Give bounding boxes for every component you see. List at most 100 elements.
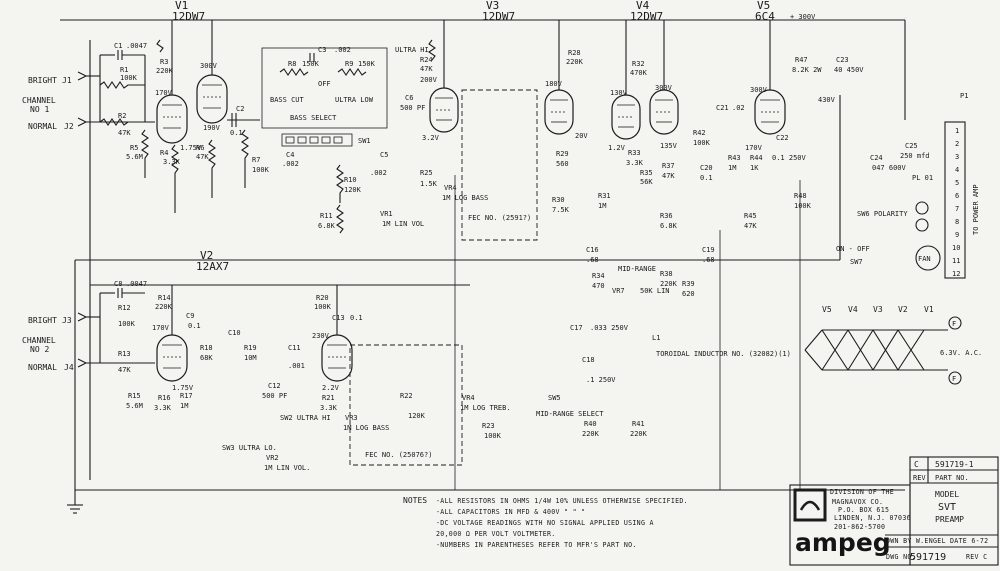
- heater-tube-v2: V2: [898, 305, 908, 314]
- rev-header: REV: [913, 474, 926, 482]
- r37-value: 47K: [662, 172, 675, 180]
- r48-value: 100K: [794, 202, 812, 210]
- pin-11: 11: [952, 257, 960, 265]
- v5-ref: V5: [757, 0, 770, 12]
- channel-2-tone-stack: VR3 1M LOG BASS R22 120K VR4 1M LOG TREB…: [343, 344, 511, 466]
- tube-v1: V1 12DW7 170V 300V 190V 1.75V R3 220K R4…: [155, 0, 270, 213]
- normal-label-2: NORMAL: [28, 363, 57, 372]
- v4-type: 12DW7: [630, 10, 663, 23]
- ultra-low-label: ULTRA LOW: [335, 96, 374, 104]
- r17-value: 1M: [180, 402, 188, 410]
- v1-type: 12DW7: [172, 10, 205, 23]
- r32-value: 470K: [630, 69, 648, 77]
- r33-ref: R33: [628, 149, 641, 157]
- pilot-lamp-label: PL 01: [912, 174, 933, 182]
- heater-terminal-1: F: [952, 320, 956, 328]
- sw6-label: SW6 POLARITY: [857, 210, 908, 218]
- pin-10: 10: [952, 244, 960, 252]
- r31-value: 1M: [598, 202, 606, 210]
- vr4-ref: VR4: [444, 184, 457, 192]
- r5-value: 5.6M: [126, 153, 143, 161]
- r40-value: 220K: [582, 430, 600, 438]
- notes-block: NOTES -ALL RESISTORS IN OHMS 1/4W 10% UN…: [403, 496, 688, 549]
- tube-v5: V5 6C4 + 300V 300V 170V R42 100K C20 0.1…: [693, 0, 930, 230]
- supply-voltage-2: 430V: [818, 96, 836, 104]
- drawn-by: DWN BY W.ENGEL: [886, 537, 946, 545]
- r34-ref: R34: [592, 272, 605, 280]
- v2-cathode-voltage: 1.75V: [172, 384, 194, 392]
- r2-ref: R2: [118, 112, 126, 120]
- r15-ref: R15: [128, 392, 141, 400]
- channel-number: NO 1: [30, 105, 49, 114]
- vr7-value: 50K LIN: [640, 287, 670, 295]
- bright-label-2: BRIGHT: [28, 316, 57, 325]
- v4-a-voltage: 130V: [610, 89, 628, 97]
- r29-ref: R29: [556, 150, 569, 158]
- r6-ref: R6: [196, 144, 204, 152]
- r25-ref: R25: [420, 169, 433, 177]
- part-header: PART NO.: [935, 474, 969, 482]
- note-line-4: 20,000 Ω PER VOLT VOLTMETER.: [436, 530, 556, 538]
- ampeg-brand: ampeg: [795, 528, 891, 557]
- v2-ref: V2: [200, 249, 213, 262]
- notes-heading: NOTES: [403, 496, 427, 505]
- c6-ref: C6: [405, 94, 413, 102]
- mid-range-label: MID-RANGE: [618, 265, 656, 273]
- normal-jack-j4: J4: [64, 363, 74, 372]
- r13-ref: R13: [118, 350, 131, 358]
- c10-ref: C10: [228, 329, 241, 337]
- c17-ref: C17: [570, 324, 583, 332]
- r1-ref: R1: [120, 66, 128, 74]
- vr1-value: 1M LIN VOL: [382, 220, 424, 228]
- c12-value: 500 PF: [262, 392, 287, 400]
- normal-label: NORMAL: [28, 122, 57, 131]
- c16-value: .68: [586, 256, 599, 264]
- r14-ref: R14: [158, 294, 171, 302]
- v4-d-voltage: 135V: [660, 142, 678, 150]
- channel-number-2: NO 2: [30, 345, 49, 354]
- vr2-value: 1M LIN VOL.: [264, 464, 310, 472]
- r39-value: 620: [682, 290, 695, 298]
- r30-value: 7.5K: [552, 206, 570, 214]
- r31-ref: R31: [598, 192, 611, 200]
- v5-grid-voltage: 170V: [745, 144, 763, 152]
- v1-plate-voltage-2: 300V: [200, 62, 218, 70]
- c9-ref: C9: [186, 312, 194, 320]
- c11-value: .001: [288, 362, 305, 370]
- r41-value: 220K: [630, 430, 648, 438]
- c11-ref: C11: [288, 344, 301, 352]
- v4-ref: V4: [636, 0, 650, 12]
- tube-v2: V2 12AX7 170V 1.75V 230V 2.2V R14 220K R…: [152, 249, 363, 472]
- r36-value: 6.8K: [660, 222, 678, 230]
- c22-value: 0.1 250V: [772, 154, 807, 162]
- r12-ref: R12: [118, 304, 131, 312]
- r42-ref: R42: [693, 129, 706, 137]
- v3-type: 12DW7: [482, 10, 515, 23]
- supply-voltage: + 300V: [790, 13, 816, 21]
- c1-ref: C1: [114, 42, 122, 50]
- pin-8: 8: [955, 218, 959, 226]
- drawing-date: DATE 6-72: [950, 537, 988, 545]
- r19-ref: R19: [244, 344, 257, 352]
- v2b-plate-voltage: 230V: [312, 332, 330, 340]
- c5-value: .002: [370, 169, 387, 177]
- r9-ref: R9: [345, 60, 353, 68]
- pin-4: 4: [955, 166, 959, 174]
- note-line-5: -NUMBERS IN PARENTHESES REFER TO MFR'S P…: [436, 541, 637, 549]
- company-line: MAGNAVOX CO.: [832, 498, 883, 506]
- v2-plate-voltage: 170V: [152, 324, 170, 332]
- model-name: SVT: [938, 502, 956, 513]
- v3-cathode-voltage: 3.2V: [422, 134, 440, 142]
- r44-value: 1K: [750, 164, 759, 172]
- power-rails: [60, 19, 906, 491]
- r8-ref: R8: [288, 60, 296, 68]
- bass-select-label: BASS SELECT: [290, 114, 337, 122]
- r36-ref: R36: [660, 212, 673, 220]
- r7-ref: R7: [252, 156, 260, 164]
- r40-ref: R40: [584, 420, 597, 428]
- r32-ref: R32: [632, 60, 645, 68]
- r23-value: 100K: [484, 432, 502, 440]
- channel-label: CHANNEL: [22, 96, 56, 105]
- bass-cut-label: BASS CUT: [270, 96, 305, 104]
- c25-value: 250 mfd: [900, 152, 930, 160]
